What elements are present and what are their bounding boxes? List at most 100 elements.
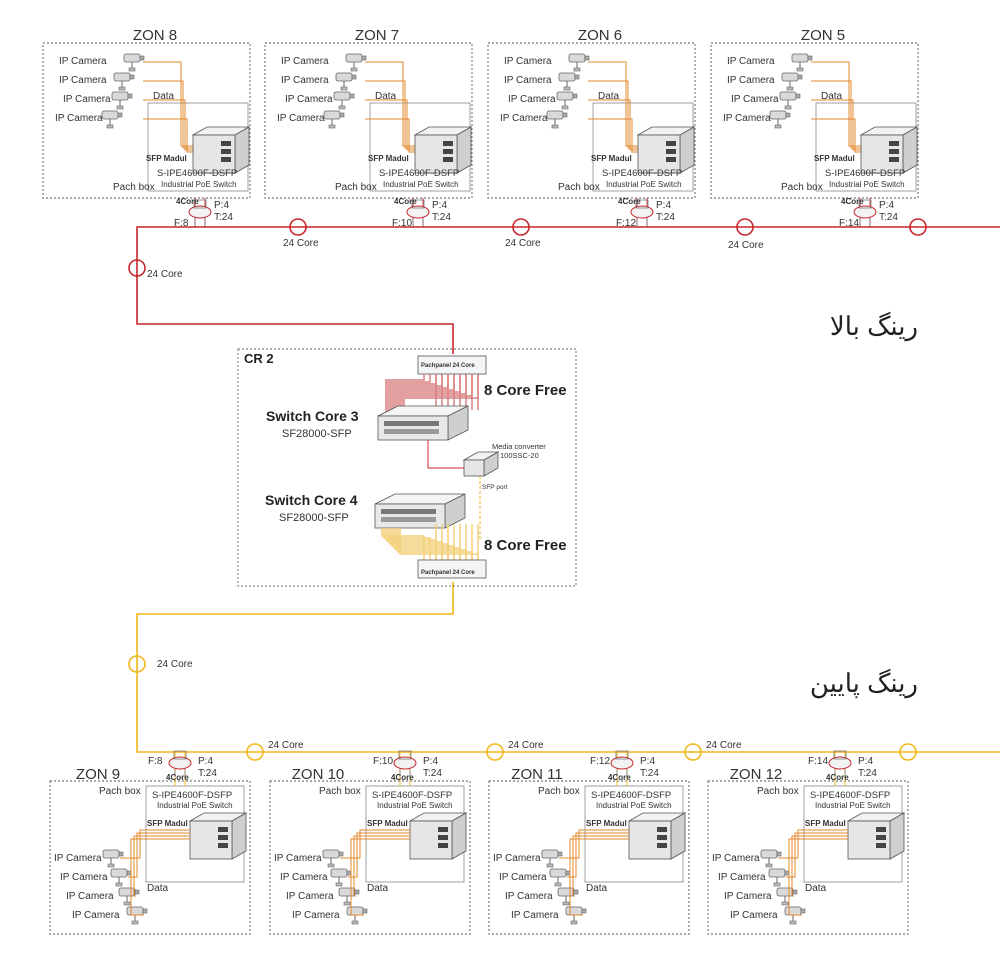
camera-label: IP Camera [712,853,760,864]
core-count-label: 4Core [841,197,864,206]
bottom-free-cores: 8 Core Free [484,537,567,554]
switch-core-4 [374,493,466,529]
media-converter-model: 100SSC-20 [500,451,539,460]
camera-label: IP Camera [730,910,778,921]
core-count-label: 4Core [608,773,631,782]
cr2-room: CR 2 Pachpanel 24 Core 8 Core Free Switc… [237,348,577,587]
camera-label: IP Camera [508,94,556,105]
ip-camera-icon [101,110,123,129]
port-label: P:4 [640,756,655,767]
core-count-label: 4Core [176,197,199,206]
switch-model: S-IPE4600F-DSFP [152,790,232,801]
core-count-label: 4Core [394,197,417,206]
camera-label: IP Camera [504,75,552,86]
fiber-label: F:12 [590,756,610,767]
top-patchpanel: Pachpanel 24 Core [417,355,487,375]
core-count-label: 4Core [166,773,189,782]
core-label: 24 Core [508,740,544,751]
patch-box-label: Pach box [558,182,600,193]
port-label: P:4 [858,756,873,767]
camera-label: IP Camera [292,910,340,921]
total-label: T:24 [214,212,233,223]
camera-label: IP Camera [72,910,120,921]
switch-model: S-IPE4600F-DSFP [372,790,452,801]
camera-label: IP Camera [274,853,322,864]
switch-model: S-IPE4600F-DSFP [810,790,890,801]
patchpanel-label: Pachpanel 24 Core [421,363,475,369]
poe-switch-icon [192,126,250,174]
switch-description: Industrial PoE Switch [383,180,459,189]
total-label: T:24 [640,768,659,779]
camera-label: IP Camera [499,872,547,883]
total-label: T:24 [656,212,675,223]
patchpanel-label: Pachpanel 24 Core [421,570,475,576]
camera-label: IP Camera [59,75,107,86]
camera-label: IP Camera [500,113,548,124]
switch-description: Industrial PoE Switch [606,180,682,189]
switch-model: S-IPE4600F-DSFP [825,168,905,179]
bottom-patch-fibers [381,524,479,560]
camera-label: IP Camera [511,910,559,921]
core-count-label: 4Core [618,197,641,206]
fiber-label: F:14 [808,756,828,767]
total-label: T:24 [198,768,217,779]
core-label: 24 Core [147,269,183,280]
data-label: Data [586,883,608,894]
camera-label: IP Camera [285,94,333,105]
port-label: P:4 [214,200,229,211]
sfp-module-label: SFP Madul [805,819,846,828]
cr2-title: CR 2 [244,351,274,366]
camera-label: IP Camera [727,56,775,67]
switch-description: Industrial PoE Switch [161,180,237,189]
patch-box-label: Pach box [113,182,155,193]
sfp-module-label: SFP Madul [368,154,409,163]
camera-label: IP Camera [718,872,766,883]
camera-label: IP Camera [493,853,541,864]
switch-core-3-name: Switch Core 3 [266,408,359,424]
zone-title: ZON 8 [133,27,177,44]
camera-label: IP Camera [54,853,102,864]
fiber-label: F:10 [373,756,393,767]
poe-switch-icon [189,812,247,860]
core-count-label: 4Core [826,773,849,782]
camera-label: IP Camera [727,75,775,86]
port-label: P:4 [198,756,213,767]
camera-label: IP Camera [281,75,329,86]
bottom-patchpanel: Pachpanel 24 Core [417,559,487,579]
camera-label: IP Camera [731,94,779,105]
fiber-label: F:8 [148,756,163,767]
zone-title: ZON 11 [511,766,562,783]
sfp-module-label: SFP Madul [146,154,187,163]
zone-title: ZON 5 [801,27,845,44]
total-label: T:24 [423,768,442,779]
patch-box-label: Pach box [781,182,823,193]
core-label: 24 Core [157,659,193,670]
camera-label: IP Camera [504,56,552,67]
port-label: P:4 [432,200,447,211]
patch-box-label: Pach box [335,182,377,193]
total-label: T:24 [432,212,451,223]
zone-title: ZON 6 [578,27,622,44]
upper-ring-label: رینگ بالا [830,311,918,342]
patch-box-label: Pach box [538,786,580,797]
sfp-module-label: SFP Madul [591,154,632,163]
camera-label: IP Camera [59,56,107,67]
data-label: Data [805,883,827,894]
switch-model: S-IPE4600F-DSFP [602,168,682,179]
poe-switch-icon [628,812,686,860]
ip-camera-icon [558,72,580,91]
fiber-label: F:8 [174,218,189,229]
switch-core-4-model: SF28000-SFP [279,512,349,524]
switch-core-4-name: Switch Core 4 [265,492,358,508]
fiber-label: F:12 [616,218,636,229]
core-label: 24 Core [728,240,764,251]
patch-box-label: Pach box [99,786,141,797]
patch-box-label: Pach box [319,786,361,797]
poe-switch-icon [637,126,695,174]
